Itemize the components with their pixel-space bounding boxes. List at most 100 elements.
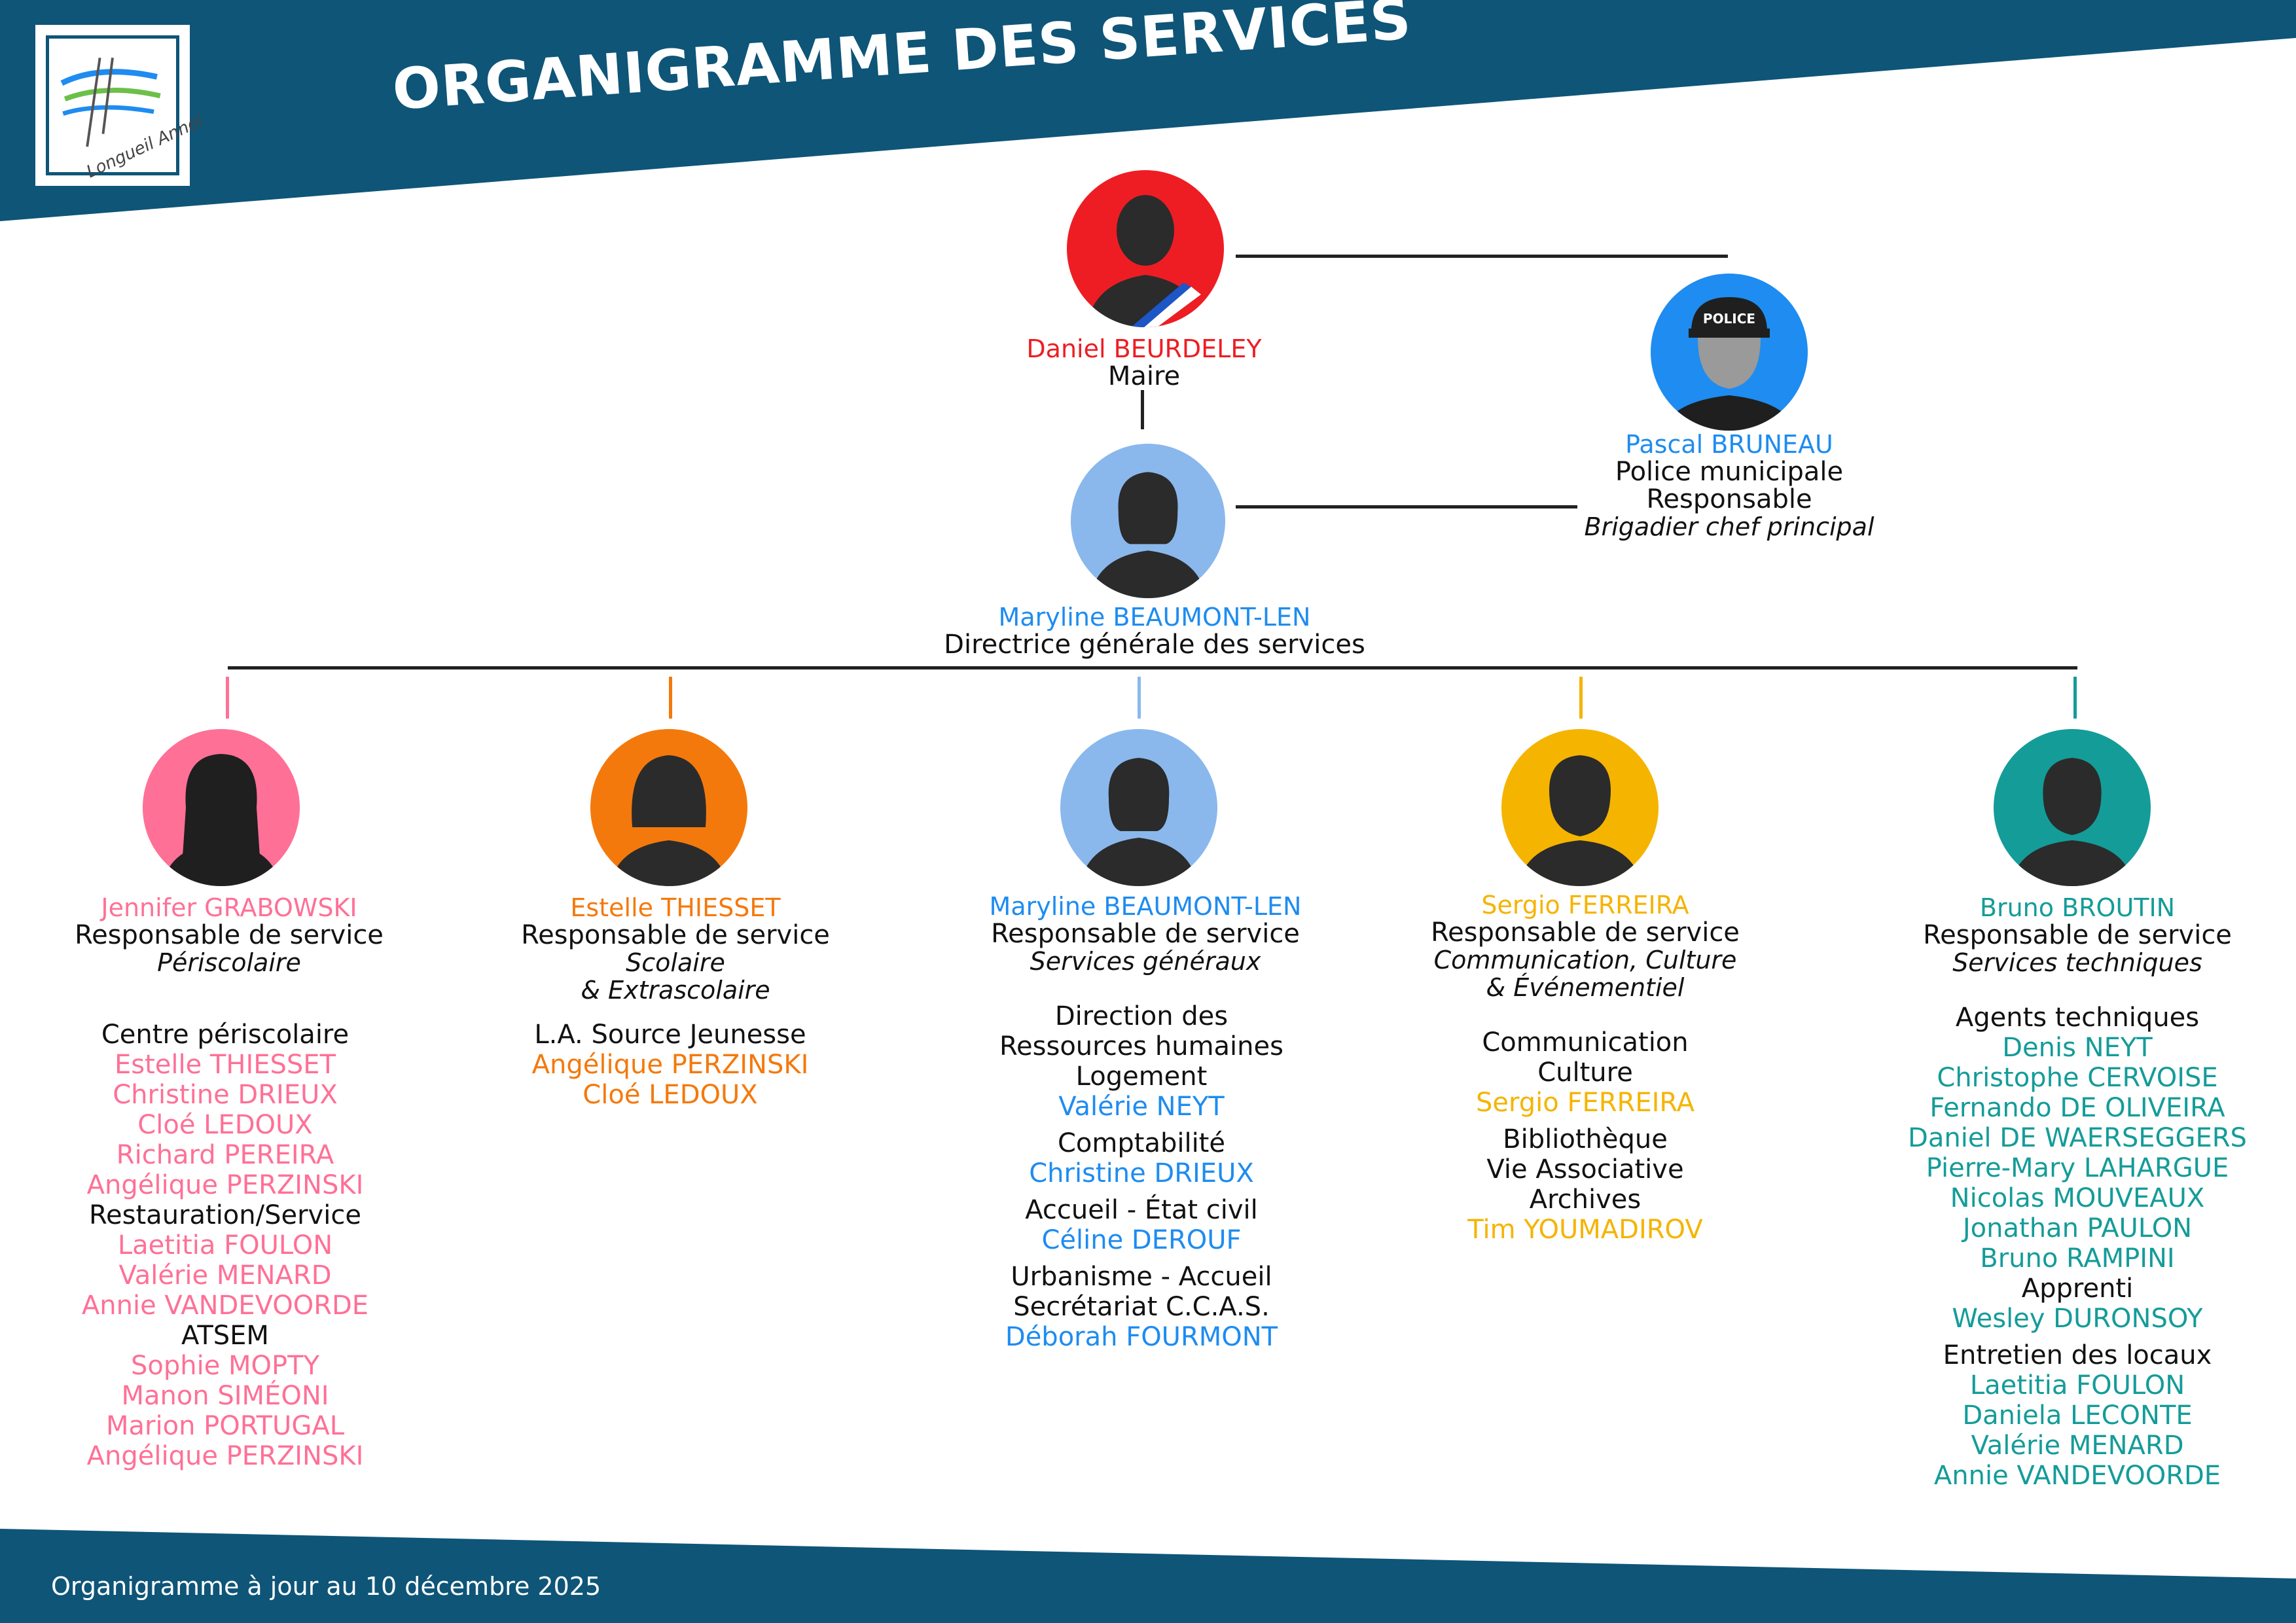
- person-name: Valérie NEYT: [1058, 1092, 1225, 1122]
- police-avatar: POLICE: [1651, 274, 1808, 431]
- person-name: Wesley DURONSOY: [1952, 1304, 2203, 1334]
- service-5-role: Responsable de service: [1923, 920, 2232, 950]
- person-name: Richard PEREIRA: [116, 1140, 334, 1170]
- person-name: Valérie MENARD: [118, 1260, 332, 1291]
- service-2-members: L.A. Source Jeunesse Angélique PERZINSKI…: [532, 1020, 809, 1110]
- group-title: Direction des: [1054, 1001, 1229, 1031]
- dgs-label: Maryline BEAUMONT-LEN Directrice général…: [944, 603, 1365, 658]
- group-title: Comptabilité: [1058, 1128, 1225, 1158]
- person-name: Angélique PERZINSKI: [531, 1050, 809, 1080]
- person-name: Laetitia FOULON: [1969, 1370, 2185, 1400]
- person-name: Valérie MENARD: [1971, 1431, 2184, 1461]
- logo-icon: [60, 57, 161, 147]
- service-3-name: Maryline BEAUMONT-LEN: [989, 892, 1302, 921]
- person-man-icon: [1518, 755, 1641, 886]
- service-5-avatar: [1994, 729, 2151, 886]
- police-name: Pascal BRUNEAU: [1625, 430, 1833, 459]
- service-2-area2: & Extrascolaire: [581, 976, 770, 1005]
- police-label: Pascal BRUNEAU Police municipale Respons…: [1584, 431, 1874, 541]
- dgs-name: Maryline BEAUMONT-LEN: [998, 603, 1311, 632]
- person-name: Jonathan PAULON: [1962, 1213, 2193, 1243]
- person-woman-icon: [1080, 758, 1198, 886]
- person-name: Sophie MOPTY: [130, 1351, 320, 1381]
- dgs-avatar: [1071, 444, 1225, 598]
- connector-drop-2: [669, 677, 672, 719]
- person-name: Daniel DE WAERSEGGERS: [1908, 1123, 2247, 1153]
- service-2-name: Estelle THIESSET: [570, 893, 781, 922]
- person-name: Daniela LECONTE: [1962, 1400, 2193, 1431]
- header-band: [0, 0, 2296, 221]
- service-2-label: Estelle THIESSET Responsable de service …: [521, 894, 830, 1004]
- person-name: Sergio FERREIRA: [1476, 1088, 1695, 1118]
- group-title: Ressources humaines: [999, 1031, 1283, 1061]
- police-officer-icon: POLICE: [1664, 297, 1795, 431]
- group-title: Vie Associative: [1486, 1154, 1684, 1185]
- person-longhair-icon: [162, 754, 280, 886]
- mayor-role: Maire: [1107, 361, 1181, 391]
- group-title: Urbanisme - Accueil: [1011, 1262, 1272, 1292]
- service-3-role: Responsable de service: [991, 919, 1300, 949]
- service-1-role: Responsable de service: [75, 920, 384, 950]
- connector-mayor-dgs: [1141, 390, 1144, 429]
- service-2-avatar: [590, 729, 747, 886]
- person-name: Pierre-Mary LAHARGUE: [1926, 1153, 2229, 1183]
- mayor-name: Daniel BEURDELEY: [1026, 334, 1262, 363]
- connector-drop-1: [226, 677, 229, 719]
- group-title: ATSEM: [181, 1321, 269, 1351]
- connector-horizontal: [228, 666, 2077, 669]
- person-sash-icon: [1086, 195, 1207, 327]
- service-1-members: Centre périscolaire Estelle THIESSET Chr…: [82, 1020, 368, 1471]
- service-1-name: Jennifer GRABOWSKI: [101, 893, 357, 922]
- service-1-area: Périscolaire: [157, 948, 301, 977]
- connector-dgs-police: [1236, 505, 1577, 508]
- service-5-name: Bruno BROUTIN: [1979, 893, 2176, 922]
- connector-drop-4: [1579, 677, 1583, 719]
- connector-drop-5: [2073, 677, 2077, 719]
- person-bob-icon: [610, 755, 728, 886]
- person-name: Christine DRIEUX: [1029, 1158, 1254, 1188]
- service-4-name: Sergio FERREIRA: [1481, 891, 1689, 919]
- person-name: Estelle THIESSET: [114, 1050, 336, 1080]
- footer-text: Organigramme à jour au 10 décembre 2025: [51, 1572, 601, 1601]
- mayor-avatar: [1067, 170, 1224, 327]
- mayor-label: Daniel BEURDELEY Maire: [1026, 335, 1261, 390]
- person-name: Cloé LEDOUX: [583, 1080, 758, 1110]
- connector-mayor-police: [1236, 255, 1728, 258]
- person-name: Manon SIMÉONI: [121, 1381, 329, 1411]
- person-name: Angélique PERZINSKI: [86, 1441, 364, 1471]
- person-name: Denis NEYT: [2002, 1033, 2153, 1063]
- group-title: Secrétariat C.C.A.S.: [1013, 1292, 1270, 1322]
- service-2-role: Responsable de service: [521, 920, 830, 950]
- group-title: Agents techniques: [1955, 1003, 2200, 1033]
- group-title: Restauration/Service: [89, 1200, 361, 1230]
- person-name: Nicolas MOUVEAUX: [1950, 1183, 2205, 1213]
- group-title: Culture: [1537, 1058, 1633, 1088]
- police-grade: Brigadier chef principal: [1584, 512, 1874, 541]
- service-5-area: Services techniques: [1952, 948, 2202, 977]
- person-name: Christophe CERVOISE: [1937, 1063, 2218, 1093]
- person-name: Tim YOUMADIROV: [1467, 1215, 1703, 1245]
- group-title: Bibliothèque: [1503, 1124, 1668, 1154]
- person-name: Céline DEROUF: [1041, 1225, 1242, 1255]
- service-4-area2: & Événementiel: [1486, 973, 1685, 1002]
- service-3-members: Direction des Ressources humaines Logeme…: [999, 1001, 1283, 1352]
- group-title: Communication: [1482, 1027, 1689, 1058]
- person-name: Déborah FOURMONT: [1005, 1322, 1278, 1352]
- person-name: Christine DRIEUX: [113, 1080, 338, 1110]
- person-name: Laetitia FOULON: [117, 1230, 333, 1260]
- person-name: Annie VANDEVOORDE: [81, 1291, 369, 1321]
- group-title: Entretien des locaux: [1943, 1340, 2212, 1370]
- service-4-area: Communication, Culture: [1433, 946, 1737, 974]
- person-name: Cloé LEDOUX: [137, 1110, 313, 1140]
- police-role: Police municipale: [1615, 457, 1844, 487]
- person-woman-icon: [1090, 472, 1206, 598]
- service-2-area: Scolaire: [626, 948, 725, 977]
- service-3-area: Services généraux: [1030, 947, 1261, 976]
- dgs-role: Directrice générale des services: [944, 630, 1365, 660]
- service-1-avatar: [143, 729, 300, 886]
- police-role2: Responsable: [1646, 484, 1812, 514]
- group-title: Archives: [1529, 1185, 1641, 1215]
- service-3-label: Maryline BEAUMONT-LEN Responsable de ser…: [990, 893, 1302, 975]
- service-5-members: Agents techniques Denis NEYT Christophe …: [1908, 1003, 2247, 1491]
- service-5-label: Bruno BROUTIN Responsable de service Ser…: [1923, 894, 2232, 976]
